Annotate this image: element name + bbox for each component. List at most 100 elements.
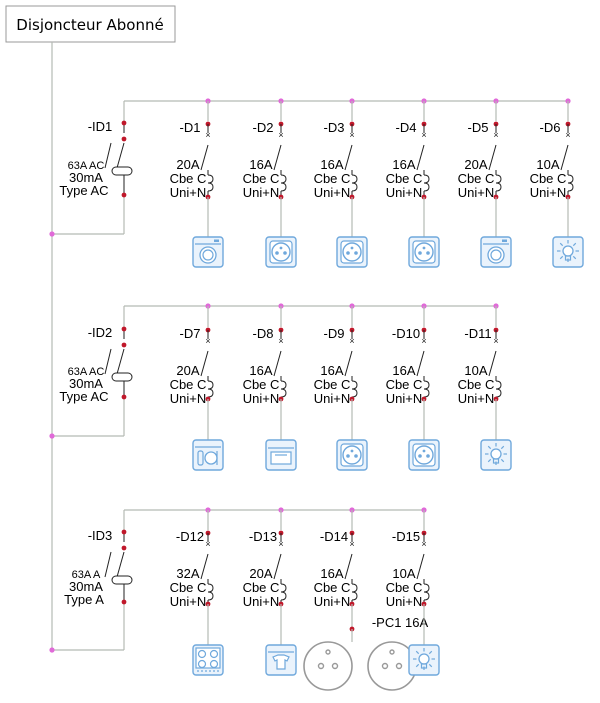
breaker-curve: Cbe C: [458, 377, 495, 392]
breaker-id: -D14: [320, 529, 348, 544]
washing-machine-icon: [480, 236, 512, 268]
switch-blade: [416, 553, 425, 580]
breaker-amps: 16A: [392, 157, 415, 172]
rcd-type: Type A: [64, 592, 104, 607]
breaker-poles: Uni+N: [530, 185, 567, 200]
trip-cross-icon: ×: [278, 130, 283, 140]
rcd-blade: [116, 348, 125, 375]
rcd-switch: [104, 326, 133, 400]
rcd-id: -ID1: [88, 119, 113, 134]
coil-icon: [567, 174, 574, 192]
trip-cross-icon: ×: [205, 336, 210, 346]
switch-blade: [344, 553, 353, 580]
breaker-poles: Uni+N: [458, 391, 495, 406]
switch-blade: [416, 350, 425, 377]
socket-pin: [317, 662, 325, 670]
junction-dot: [49, 433, 55, 439]
breaker-amps: 10A: [536, 157, 559, 172]
breaker-id: -D7: [180, 326, 201, 341]
rcd-toroid: [111, 372, 133, 382]
trip-cross-icon: ×: [349, 336, 354, 346]
socket-icon: [336, 439, 368, 471]
switch-blade: [488, 144, 497, 171]
breaker-curve: Cbe C: [314, 580, 351, 595]
rcd-type: Type AC: [59, 389, 108, 404]
breaker-curve: Cbe C: [243, 377, 280, 392]
breaker-poles: Uni+N: [314, 185, 351, 200]
breaker-curve: Cbe C: [386, 171, 423, 186]
breaker-poles: Uni+N: [386, 594, 423, 609]
breaker-amps: 16A: [249, 363, 272, 378]
breaker-id: -D6: [540, 120, 561, 135]
socket-pin: [331, 662, 339, 670]
rcd-blade-2: [104, 551, 112, 578]
trip-cross-icon: ×: [278, 336, 283, 346]
rcd-rating: 63A AC: [68, 366, 105, 378]
dryer-icon: [265, 644, 297, 676]
breaker-poles: Uni+N: [386, 185, 423, 200]
coil-icon: [280, 380, 287, 398]
switch-blade: [344, 144, 353, 171]
socket-pin: [381, 662, 389, 670]
breaker-amps: 16A: [392, 363, 415, 378]
trip-cross-icon: ×: [349, 539, 354, 549]
rcd-blade: [116, 142, 125, 169]
title-frame: [5, 5, 176, 43]
cooktop-icon: [192, 644, 224, 676]
switch-blade: [200, 350, 209, 377]
breaker-curve: Cbe C: [243, 580, 280, 595]
breaker-curve: Cbe C: [530, 171, 567, 186]
breaker-amps: 16A: [320, 566, 343, 581]
breaker-poles: Uni+N: [243, 391, 280, 406]
breaker-amps: 16A: [249, 157, 272, 172]
washing-machine-icon: [192, 236, 224, 268]
breaker-poles: Uni+N: [314, 391, 351, 406]
light-icon: [408, 644, 440, 676]
coil-icon: [351, 174, 358, 192]
socket-icon: [265, 236, 297, 268]
rcd-id: -ID2: [88, 325, 113, 340]
switch-blade: [200, 144, 209, 171]
socket-icon: [336, 236, 368, 268]
breaker-id: -D11: [464, 326, 491, 341]
coil-icon: [207, 174, 214, 192]
breaker-poles: Uni+N: [386, 391, 423, 406]
rcd-blade-2: [104, 142, 112, 169]
breaker-id: -D5: [468, 120, 489, 135]
rcd-blade-2: [104, 348, 112, 375]
switch-blade: [273, 144, 282, 171]
coil-icon: [207, 583, 214, 601]
coil-icon: [423, 380, 430, 398]
breaker-id: -D3: [324, 120, 345, 135]
trip-cross-icon: ×: [278, 539, 283, 549]
breaker-curve: Cbe C: [243, 171, 280, 186]
socket-group-label: -PC1 16A: [372, 615, 429, 630]
coil-icon: [351, 380, 358, 398]
socket-earth: [389, 649, 395, 655]
breaker-curve: Cbe C: [386, 580, 423, 595]
breaker-poles: Uni+N: [243, 594, 280, 609]
double-socket-icon: [303, 641, 417, 691]
oven-icon: [265, 439, 297, 471]
coil-icon: [351, 583, 358, 601]
breaker-id: -D8: [253, 326, 274, 341]
breaker-id: -D15: [392, 529, 420, 544]
socket-outlet-1: [303, 641, 353, 691]
trip-cross-icon: ×: [421, 336, 426, 346]
breaker-id: -D10: [392, 326, 420, 341]
breaker-curve: Cbe C: [386, 377, 423, 392]
coil-icon: [495, 174, 502, 192]
trip-cross-icon: ×: [421, 130, 426, 140]
breaker-id: -D2: [253, 120, 274, 135]
